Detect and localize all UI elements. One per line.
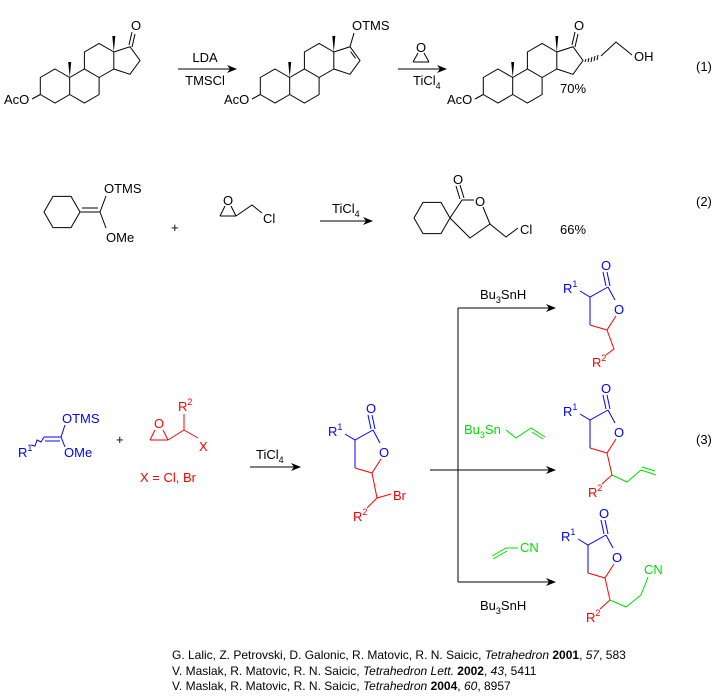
otms-label: OTMS	[62, 411, 100, 426]
r2-label: R2	[586, 608, 600, 625]
ring-oxygen: O	[379, 445, 389, 460]
carbonyl-oxygen: O	[366, 401, 376, 416]
x-label: X	[199, 439, 208, 454]
carbonyl-oxygen: O	[601, 258, 611, 273]
branching-arrows: Bu3SnH Bu3Sn CN Bu3SnH	[430, 287, 556, 616]
epoxide-oxygen: O	[223, 193, 233, 208]
nitrile-label: CN	[520, 540, 539, 555]
ring-oxygen: O	[612, 550, 622, 565]
arrow-reaction3: TiCl4	[250, 447, 301, 471]
otms-label: OTMS	[352, 18, 390, 33]
r1-label: R1	[563, 402, 577, 419]
plus-sign: +	[171, 220, 179, 235]
chloride-label: Cl	[520, 222, 532, 237]
ome-label: OMe	[106, 230, 134, 245]
lactone-product-cyanoethylated: R1 O O CN R2	[561, 506, 663, 625]
x-definition: X = Cl, Br	[140, 470, 197, 485]
epoxide-oxygen: O	[154, 416, 164, 431]
r2-label: R2	[588, 483, 602, 500]
r1-label: R1	[561, 527, 575, 544]
r2-label: R2	[178, 397, 192, 414]
reagent-ticl4: TiCl4	[332, 201, 360, 219]
ethylene-oxide	[412, 52, 430, 63]
equation-number-2: (2)	[696, 194, 712, 209]
hashed-bond	[584, 54, 599, 63]
reagent-allyltributyltin: Bu3Sn	[464, 422, 546, 440]
steroid-ketone: O AcO	[4, 18, 141, 107]
yield-reaction2: 66%	[560, 222, 586, 237]
r1-label: R1	[563, 279, 577, 296]
acetoxy-label: AcO	[447, 92, 472, 107]
reagent-bu3snh: Bu3SnH	[480, 598, 526, 616]
methyl-wedge	[112, 36, 116, 52]
lactone-product-allylated: R1 O O R2	[563, 381, 657, 500]
r1-label: R1	[328, 422, 342, 439]
bromide-label: Br	[393, 488, 407, 503]
ring-oxygen: O	[614, 425, 624, 440]
arrow-reaction2: TiCl4	[320, 201, 373, 225]
acetoxy-label: AcO	[224, 92, 249, 107]
svg-text:Bu3Sn: Bu3Sn	[464, 422, 501, 440]
chloride-label: Cl	[263, 211, 275, 226]
ketone-oxygen: O	[131, 18, 141, 33]
reference-3: V. Maslak, R. Matovic, R. N. Saicic, Tet…	[172, 679, 511, 693]
plus-sign: +	[116, 432, 124, 447]
references: G. Lalic, Z. Petrovski, D. Galonic, R. M…	[172, 648, 626, 693]
r2-label: R2	[592, 353, 606, 370]
methyl-wedge	[68, 62, 72, 78]
otms-label: OTMS	[104, 181, 142, 196]
ring-oxygen: O	[475, 194, 485, 209]
reference-2: V. Maslak, R. Matovic, R. N. Saicic, Tet…	[172, 664, 537, 678]
carbonyl-oxygen: O	[453, 172, 463, 187]
carbonyl-oxygen: O	[599, 506, 609, 521]
reagent-tmscl: TMSCl	[185, 73, 225, 88]
equation-number-3: (3)	[696, 432, 712, 447]
acetoxy-label: AcO	[4, 92, 29, 107]
carbonyl-oxygen: O	[601, 381, 611, 396]
reagent-ticl4: TiCl4	[256, 447, 284, 465]
epichlorohydrin: O Cl	[219, 193, 275, 226]
arrow-step2: O TiCl4	[398, 40, 447, 91]
nitrile-label: CN	[644, 562, 663, 577]
r2-label: R2	[353, 507, 367, 524]
reference-1: G. Lalic, Z. Petrovski, D. Galonic, R. M…	[172, 648, 626, 662]
reagent-ticl4: TiCl4	[413, 73, 441, 91]
hydroxyethyl-steroid-product: O OH AcO	[447, 18, 654, 107]
ome-label: OMe	[64, 445, 92, 460]
hydroxyl-label: OH	[634, 49, 654, 64]
ketene-acetal-substrate: R1 OTMS OMe	[18, 411, 100, 460]
r1-label: R1	[18, 443, 32, 460]
reagent-bu3snh: Bu3SnH	[480, 287, 526, 305]
ring-oxygen: O	[614, 302, 624, 317]
reagent-lda: LDA	[192, 50, 218, 65]
yield-reaction1: 70%	[560, 81, 586, 96]
bromolactone-intermediate: R1 O O Br R2	[328, 401, 407, 524]
silyl-enol-ether-steroid: OTMS AcO	[224, 18, 390, 107]
arrow-step1: LDA TMSCl	[178, 50, 237, 88]
reagent-acrylonitrile: CN	[491, 540, 539, 560]
equation-number-1: (1)	[696, 59, 712, 74]
lactone-product-reduced: R1 O O R2	[563, 258, 624, 370]
ketone-oxygen: O	[574, 18, 584, 33]
cyclohexylidene-ketene-acetal: OTMS OMe	[43, 181, 142, 245]
epoxide-oxygen: O	[416, 40, 426, 55]
spirolactone-product: O O Cl	[413, 172, 532, 239]
substituted-epoxide: O R2 X X = Cl, Br	[140, 397, 208, 485]
